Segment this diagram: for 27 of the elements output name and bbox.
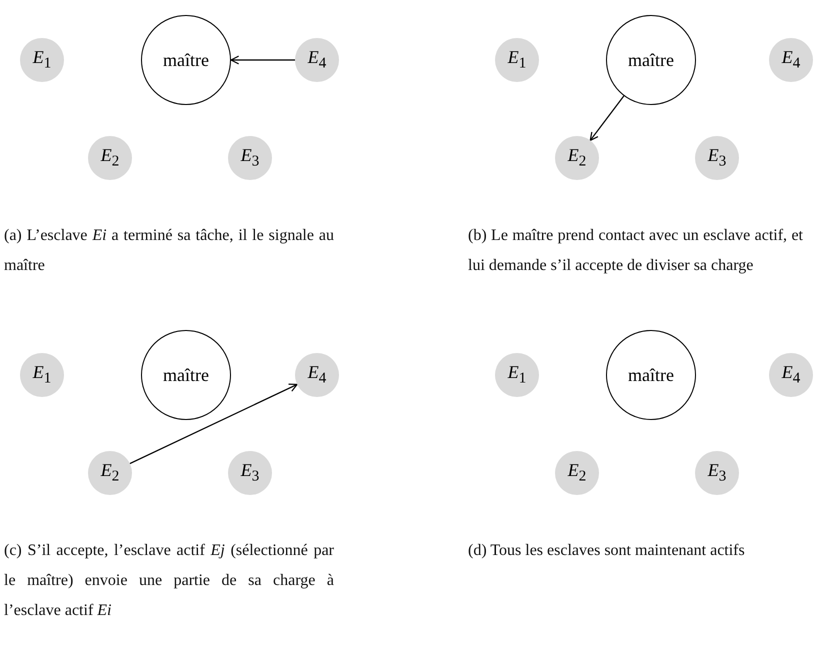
- slave-circle: E$_{1}$: [20, 353, 64, 397]
- master-circle: maître: [606, 330, 696, 420]
- subfigure-caption: (a) L’esclave Ei a terminé sa tâche, il le signale au maître: [4, 226, 334, 276]
- slave-circle: E$_{3}$: [228, 136, 272, 180]
- subfigure-caption: (b) Le maître prend contact avec un esclave actif, et lui demande s’il accepte de diviser sa charge: [468, 226, 803, 276]
- slave-circle: E$_{4}$: [769, 38, 813, 82]
- slave-circle: E$_{1}$: [495, 38, 539, 82]
- slave-circle: E$_{3}$: [695, 136, 739, 180]
- slave-circle: E$_{2}$: [555, 451, 599, 495]
- master-circle: maître: [606, 15, 696, 105]
- slave-circle: E$_{3}$: [695, 451, 739, 495]
- slave-circle: E$_{2}$: [555, 136, 599, 180]
- arrow: [590, 96, 624, 142]
- master-circle: maître: [141, 330, 231, 420]
- subfigure-caption: (c) S’il accepte, l’esclave actif Ej (sélectionné par le maître) envoie une partie de sa charge à l’esclave actif Ei: [4, 541, 334, 621]
- slave-circle: E$_{4}$: [295, 353, 339, 397]
- slave-circle: E$_{3}$: [228, 451, 272, 495]
- slave-circle: E$_{2}$: [88, 451, 132, 495]
- slave-circle: E$_{1}$: [495, 353, 539, 397]
- arrow: [230, 56, 295, 64]
- slave-circle: E$_{4}$: [769, 353, 813, 397]
- master-circle: maître: [141, 15, 231, 105]
- slave-circle: E$_{1}$: [20, 38, 64, 82]
- subfigure-caption: (d) Tous les esclaves sont maintenant actifs: [468, 541, 746, 561]
- slave-circle: E$_{4}$: [295, 38, 339, 82]
- arrow: [130, 384, 298, 464]
- slave-circle: E$_{2}$: [88, 136, 132, 180]
